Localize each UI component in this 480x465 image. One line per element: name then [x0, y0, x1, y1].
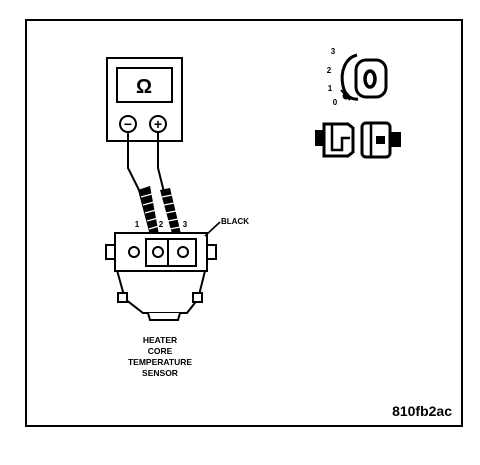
ohmmeter-display	[116, 67, 173, 103]
terminal-1-label: 1	[135, 220, 140, 229]
sensor-caption-line-3: TEMPERATURE	[128, 357, 192, 367]
ignition-position-3: 3	[331, 47, 336, 56]
terminal-2-pin	[152, 246, 164, 258]
sensor-caption-line-2: CORE	[148, 346, 173, 356]
figure-frame	[25, 19, 463, 427]
test-leads	[127, 132, 165, 193]
ohm-symbol: Ω	[136, 76, 152, 98]
mounting-tab-right	[206, 244, 217, 260]
sensor-caption-line-1: HEATER	[143, 335, 177, 345]
terminal-3-label: 3	[183, 220, 188, 229]
sensor-caption: HEATER CORE TEMPERATURE SENSOR	[128, 335, 192, 378]
positive-lead-wire	[157, 132, 165, 193]
ignition-key-head	[354, 58, 388, 99]
disconnected-connector-icon	[315, 121, 401, 159]
mounting-tab-left	[105, 244, 116, 260]
ignition-switch-icon: 3 2 1 0	[327, 47, 388, 107]
ignition-position-0: 0	[333, 98, 338, 107]
negative-sign: −	[124, 116, 132, 132]
ignition-position-2: 2	[327, 66, 332, 75]
terminal-3-pin	[177, 246, 189, 258]
negative-lead-wire	[127, 132, 141, 193]
figure-id: 810fb2ac	[392, 403, 452, 419]
sensor-caption-line-4: SENSOR	[142, 368, 178, 378]
black-wire-callout-line	[204, 221, 221, 237]
terminal-2-label: 2	[159, 220, 164, 229]
wire-color-label: BLACK	[221, 217, 249, 226]
ohmmeter: Ω − +	[106, 57, 183, 142]
ignition-position-1: 1	[328, 84, 333, 93]
temperature-sensor	[105, 232, 217, 321]
positive-sign: +	[154, 116, 162, 132]
terminal-1-pin	[128, 246, 140, 258]
